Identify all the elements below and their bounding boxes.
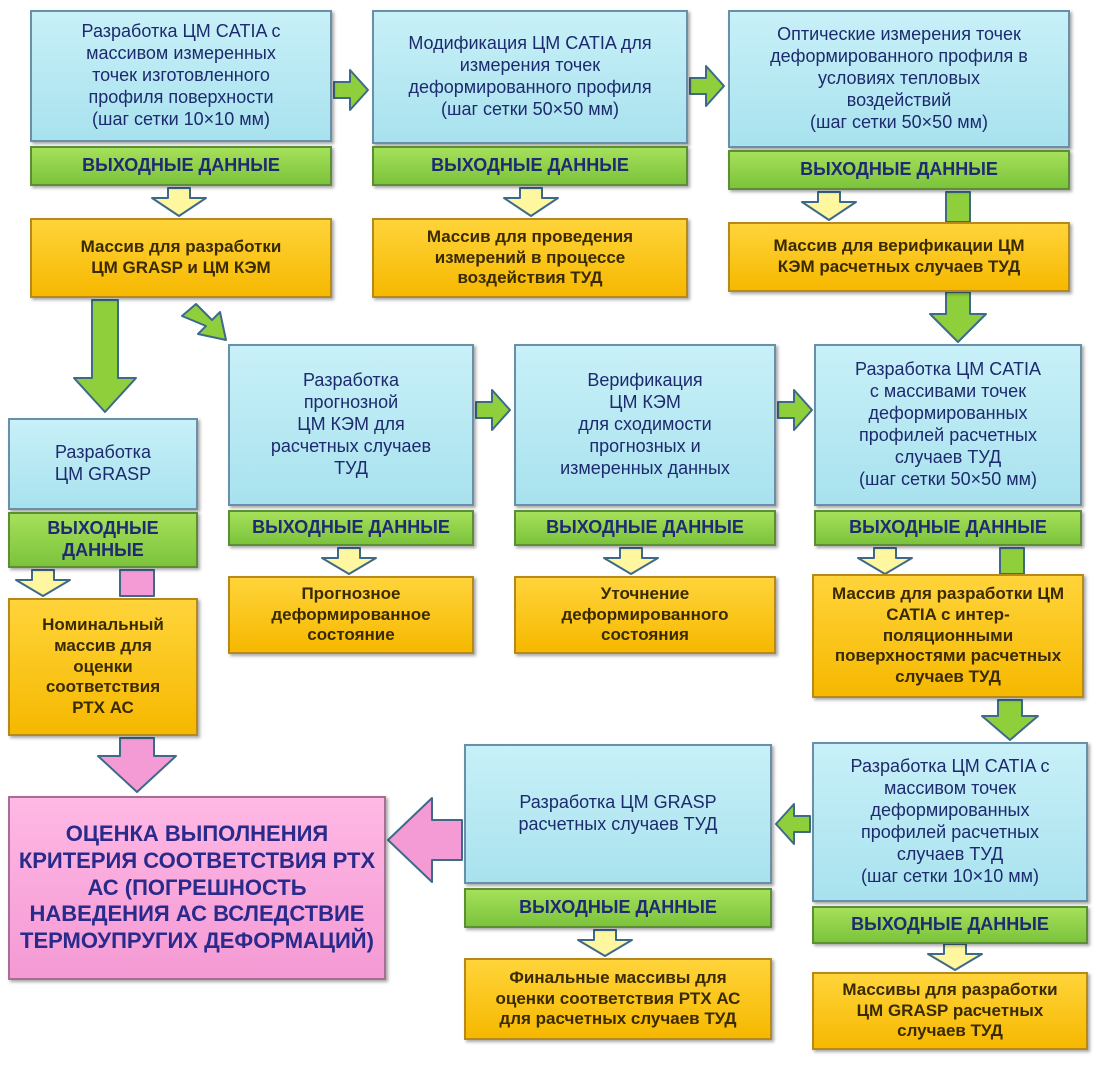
box-label: Разработка ЦМ GRASP расчетных случаев ТУ… (518, 792, 718, 834)
arrow-o3-b7 (929, 291, 987, 343)
output-label-text: ВЫХОДНЫЕ ДАННЫЕ (851, 914, 1049, 935)
output-label-1: ВЫХОДНЫЕ ДАННЫЕ (30, 146, 332, 186)
box-label: Модификация ЦМ CATIA для измерения точек… (408, 33, 652, 119)
arrow-b8-pink (387, 797, 463, 883)
output-label-6: ВЫХОДНЫЕ ДАННЫЕ (514, 510, 776, 546)
array-measurements: Массив для проведения измерений в процес… (372, 218, 688, 298)
box-label: ОЦЕНКА ВЫПОЛНЕНИЯ КРИТЕРИЯ СООТВЕТСТВИЯ … (18, 820, 376, 954)
predicted-deformed-state: Прогнозное деформированное состояние (228, 576, 474, 654)
output-label-4: ВЫХОДНЫЕ ДАННЫЕ (8, 512, 198, 568)
arrow-g8-o8 (577, 929, 633, 957)
arrow-g2-o2 (503, 187, 559, 217)
array-interpolated-surfaces: Массив для разработки ЦМ CATIA с интер- … (812, 574, 1084, 698)
arrow-o1-b4 (73, 299, 137, 413)
array-verification-kem: Массив для верификации ЦМ КЭМ расчетных … (728, 222, 1070, 292)
arrow-g3-o3 (801, 191, 857, 221)
array-nominal: Номинальный массив для оценки соответств… (8, 598, 198, 736)
box-catia-modification: Модификация ЦМ CATIA для измерения точек… (372, 10, 688, 144)
arrow-o4-pink (97, 737, 177, 793)
arrow-g1-o1 (151, 187, 207, 217)
output-label-text: ВЫХОДНЫЕ ДАННЫЕ (546, 517, 744, 538)
arrow-o7-b9 (981, 699, 1039, 741)
arrow-b9-b8 (775, 803, 811, 845)
arrow-b5-b6 (475, 389, 511, 431)
arrow-g4-pink-top (119, 569, 155, 597)
arrow-b6-b7 (777, 389, 813, 431)
box-label: Финальные массивы для оценки соответстви… (495, 967, 741, 1029)
output-label-7: ВЫХОДНЫЕ ДАННЫЕ (814, 510, 1082, 546)
output-label-text: ВЫХОДНЫЕ ДАННЫЕ (47, 518, 159, 560)
output-label-2: ВЫХОДНЫЕ ДАННЫЕ (372, 146, 688, 186)
arrow-b1-b2 (333, 69, 369, 111)
arrow-g4-o4 (15, 569, 71, 597)
box-label: Массив для проведения измерений в процес… (426, 226, 634, 288)
box-catia-deformed-50: Разработка ЦМ CATIA с массивами точек де… (814, 344, 1082, 506)
box-label: Уточнение деформированного состояния (561, 583, 729, 645)
box-grasp-calc-cases: Разработка ЦМ GRASP расчетных случаев ТУ… (464, 744, 772, 884)
box-label: Массивы для разработки ЦМ GRASP расчетны… (842, 979, 1058, 1041)
box-catia-measured-points: Разработка ЦМ CATIA с массивом измеренны… (30, 10, 332, 142)
output-label-text: ВЫХОДНЫЕ ДАННЫЕ (800, 159, 998, 180)
output-label-text: ВЫХОДНЫЕ ДАННЫЕ (519, 897, 717, 918)
arrow-g5-o5 (321, 547, 377, 575)
arrays-grasp-calc: Массивы для разработки ЦМ GRASP расчетны… (812, 972, 1088, 1050)
arrow-g6-o6 (603, 547, 659, 575)
output-label-5: ВЫХОДНЫЕ ДАННЫЕ (228, 510, 474, 546)
output-label-text: ВЫХОДНЫЕ ДАННЫЕ (431, 155, 629, 176)
box-label: Верификация ЦМ КЭМ для сходимости прогно… (560, 370, 730, 478)
arrow-o1-b5 (181, 303, 227, 341)
box-label: Разработка прогнозной ЦМ КЭМ для расчетн… (270, 370, 432, 478)
refined-deformed-state: Уточнение деформированного состояния (514, 576, 776, 654)
box-label: Оптические измерения точек деформированн… (770, 24, 1028, 132)
output-label-3: ВЫХОДНЫЕ ДАННЫЕ (728, 150, 1070, 190)
arrow-g9-o9 (927, 943, 983, 971)
box-label: Разработка ЦМ CATIA с массивом измеренны… (81, 21, 281, 129)
box-label: Массив для верификации ЦМ КЭМ расчетных … (773, 236, 1025, 276)
arrow-g7-o7 (857, 547, 913, 575)
array-grasp-kem: Массив для разработки ЦМ GRASP и ЦМ КЭМ (30, 218, 332, 298)
box-label: Разработка ЦМ CATIA с массивом точек деф… (850, 756, 1050, 886)
criterion-evaluation: ОЦЕНКА ВЫПОЛНЕНИЯ КРИТЕРИЯ СООТВЕТСТВИЯ … (8, 796, 386, 980)
arrow-g7-o7-green (999, 547, 1025, 575)
arrow-b2-b3 (689, 65, 725, 107)
box-label: Разработка ЦМ CATIA с массивами точек де… (855, 359, 1041, 489)
box-optical-measurements: Оптические измерения точек деформированн… (728, 10, 1070, 148)
output-label-text: ВЫХОДНЫЕ ДАННЫЕ (82, 155, 280, 176)
output-label-8: ВЫХОДНЫЕ ДАННЫЕ (464, 888, 772, 928)
box-label: Разработка ЦМ GRASP (54, 442, 152, 484)
output-label-text: ВЫХОДНЫЕ ДАННЫЕ (252, 517, 450, 538)
arrow-g3-o3-green (945, 191, 971, 223)
box-predictive-kem: Разработка прогнозной ЦМ КЭМ для расчетн… (228, 344, 474, 506)
box-catia-deformed-10: Разработка ЦМ CATIA с массивом точек деф… (812, 742, 1088, 902)
box-kem-verification: Верификация ЦМ КЭМ для сходимости прогно… (514, 344, 776, 506)
box-label: Номинальный массив для оценки соответств… (42, 615, 164, 718)
box-label: Массив для разработки ЦМ GRASP и ЦМ КЭМ (80, 237, 282, 277)
box-label: Массив для разработки ЦМ CATIA с интер- … (832, 584, 1064, 687)
output-label-9: ВЫХОДНЫЕ ДАННЫЕ (812, 906, 1088, 944)
output-label-text: ВЫХОДНЫЕ ДАННЫЕ (849, 517, 1047, 538)
final-arrays: Финальные массивы для оценки соответстви… (464, 958, 772, 1040)
box-label: Прогнозное деформированное состояние (271, 583, 431, 645)
box-grasp-development: Разработка ЦМ GRASP (8, 418, 198, 510)
